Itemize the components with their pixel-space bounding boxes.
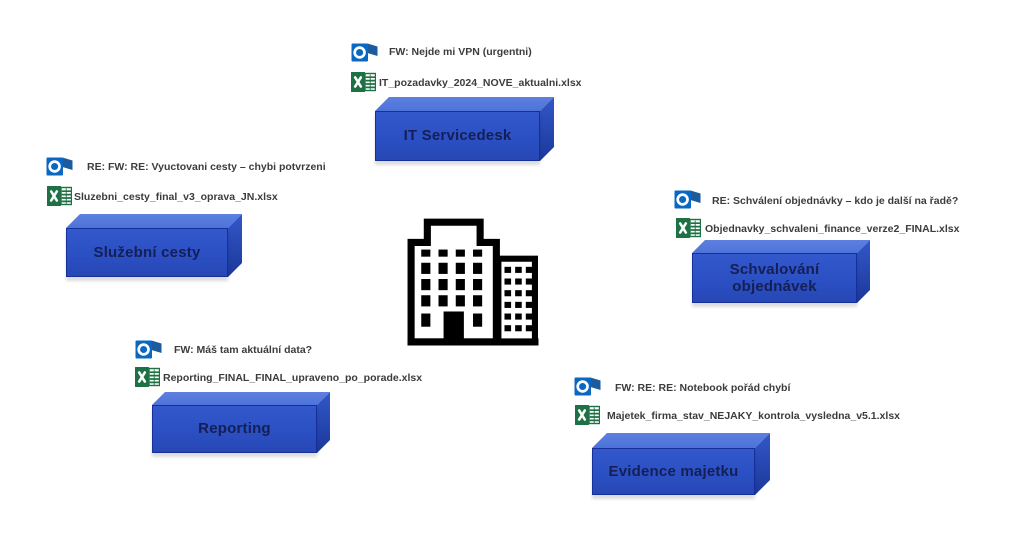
excel-icon [575, 403, 600, 427]
box-label: Služební cesty [93, 243, 201, 261]
email-subject: RE: Schválení objednávky – kdo je další … [712, 195, 959, 207]
email-subject: FW: Máš tam aktuální data? [174, 344, 313, 356]
building-icon [399, 212, 545, 346]
box-it-servicedesk: IT Servicedesk [375, 97, 554, 161]
attachment-filename: Objednavky_schvaleni_finance_verze2_FINA… [705, 223, 960, 235]
box-top-face [592, 433, 770, 448]
box-label: Schvalování objednávek [729, 260, 820, 295]
outlook-icon [674, 188, 701, 211]
outlook-icon [135, 338, 162, 361]
box-schvalovani-objednavek: Schvalování objednávek [692, 240, 870, 303]
excel-icon [676, 216, 701, 240]
excel-icon [47, 184, 72, 208]
email-subject: RE: FW: RE: Vyuctovani cesty – chybi pot… [87, 161, 326, 173]
excel-icon [135, 365, 160, 389]
box-top-face [66, 214, 242, 228]
box-front-face: Evidence majetku [592, 448, 755, 495]
email-subject: FW: RE: RE: Notebook pořád chybí [615, 382, 791, 394]
box-side-face [857, 240, 870, 303]
box-label: Evidence majetku [608, 462, 739, 480]
box-front-face: Služební cesty [66, 228, 228, 277]
excel-icon [351, 70, 376, 94]
attachment-filename: IT_pozadavky_2024_NOVE_aktualni.xlsx [379, 77, 582, 89]
attachment-filename: Majetek_firma_stav_NEJAKY_kontrola_vysle… [607, 410, 900, 422]
box-top-face [692, 240, 870, 253]
box-front-face: Schvalování objednávek [692, 253, 857, 303]
box-front-face: Reporting [152, 405, 317, 453]
box-top-face [152, 392, 330, 405]
outlook-icon [46, 155, 73, 178]
attachment-filename: Sluzebni_cesty_final_v3_oprava_JN.xlsx [74, 191, 278, 203]
box-sluzebni-cesty: Služební cesty [66, 214, 242, 277]
email-subject: FW: Nejde mi VPN (urgentni) [389, 46, 532, 58]
box-label: Reporting [198, 420, 271, 438]
attachment-filename: Reporting_FINAL_FINAL_upraveno_po_porade… [163, 372, 423, 384]
box-front-face: IT Servicedesk [375, 111, 540, 161]
box-reporting: Reporting [152, 392, 330, 453]
box-side-face [228, 214, 242, 277]
outlook-icon [574, 375, 601, 398]
box-side-face [317, 392, 330, 453]
outlook-icon [351, 41, 378, 64]
box-label: IT Servicedesk [403, 127, 512, 145]
box-side-face [755, 433, 770, 495]
box-side-face [540, 97, 554, 161]
box-evidence-majetku: Evidence majetku [592, 433, 770, 495]
box-top-face [375, 97, 554, 111]
